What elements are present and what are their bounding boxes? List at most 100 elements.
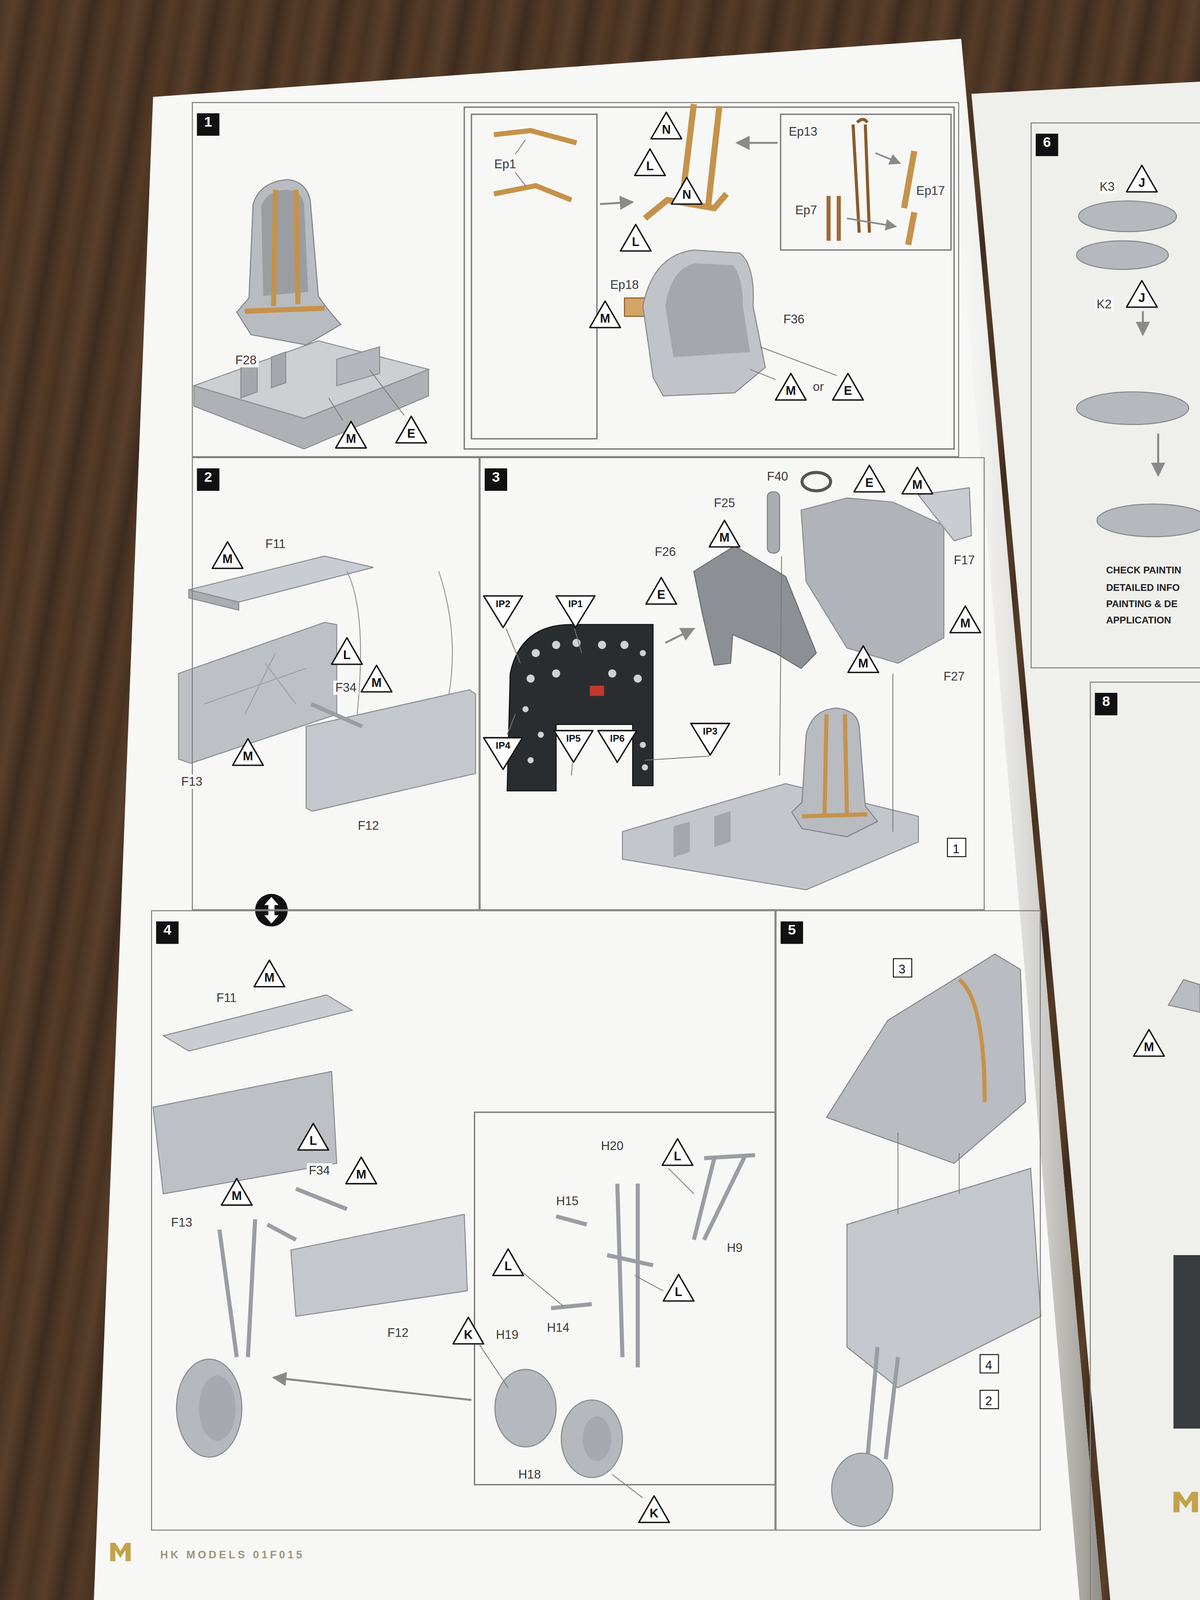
- callout-letter: L: [633, 159, 667, 174]
- photo-etch-belts: [853, 119, 870, 233]
- step4-gear-parts: [267, 1224, 297, 1241]
- part-label: Ep18: [608, 277, 641, 292]
- step2-floor-parts: [438, 571, 453, 695]
- brand-logo: [110, 1491, 1199, 1562]
- photo-etch-belts: [750, 369, 776, 380]
- part-label: H15: [553, 1194, 581, 1209]
- step5-assembly: [831, 1453, 893, 1527]
- part-label: F36: [781, 312, 807, 327]
- step2-floor-parts: [305, 689, 476, 812]
- callout-letter: M: [588, 311, 622, 326]
- part-label: H14: [544, 1320, 572, 1335]
- step3-cockpit-parts: [522, 705, 529, 712]
- step4-gear-parts: [219, 1229, 237, 1358]
- photo-etch-belts: [828, 196, 839, 241]
- paint-callout: M: [774, 372, 808, 402]
- step3-cockpit-parts: [571, 763, 573, 776]
- paint-callout: M: [360, 664, 393, 693]
- photo-etch-belts: [494, 130, 577, 143]
- callout-letter: IP2: [482, 597, 524, 610]
- paint-callout: L: [491, 1248, 525, 1277]
- photo-etch-belts: [903, 151, 915, 246]
- step1-seat-drawing: [194, 340, 429, 419]
- part-label: H18: [516, 1467, 543, 1482]
- step4-gear-parts: [479, 1168, 695, 1499]
- decal-callout: IP6: [596, 728, 638, 763]
- step3-cockpit-parts: [522, 638, 649, 771]
- step4-gear-parts: [694, 1155, 756, 1240]
- paint-callout: M: [708, 519, 741, 549]
- paint-callout: L: [619, 223, 652, 252]
- callout-letter: M: [220, 1188, 253, 1204]
- part-label: F25: [711, 496, 737, 511]
- step4-gear-parts: [153, 994, 756, 1499]
- step3-cockpit-parts: [801, 814, 868, 817]
- step1-seat-drawing: [236, 179, 341, 346]
- step4-gear-parts: [248, 1219, 256, 1358]
- part-reference-box: 2: [978, 1389, 999, 1409]
- callout-letter: IP4: [482, 739, 524, 752]
- part-label: or: [810, 379, 826, 395]
- part-label: F27: [941, 669, 967, 684]
- paint-callout: K: [451, 1316, 485, 1345]
- part-label: F34: [333, 680, 359, 695]
- step4-gear-parts: [198, 1375, 236, 1441]
- step3-cockpit-parts: [639, 650, 646, 656]
- photo-etch-belts: [853, 124, 860, 233]
- step3-cockpit-parts: [644, 755, 710, 760]
- inset-frames: [780, 114, 951, 250]
- paint-callout: M: [1132, 1028, 1166, 1058]
- paint-callout: N: [670, 176, 703, 206]
- photo-etch-belts: [857, 119, 868, 123]
- part-label: F28: [233, 353, 259, 368]
- step3-cockpit-parts: [694, 546, 817, 669]
- step1-seat-drawing: [271, 351, 286, 388]
- reference-number: 4: [985, 1358, 993, 1374]
- step3-cockpit-parts: [620, 640, 629, 650]
- label-anchor: F11: [214, 987, 239, 1006]
- step3-cockpit-parts: [801, 498, 945, 664]
- photo-etch-belts: [846, 218, 896, 227]
- callout-letter: M: [901, 477, 934, 492]
- paint-callout: J: [1125, 279, 1158, 309]
- step8-parts: [1168, 979, 1200, 1429]
- decal-callout: IP4: [482, 736, 524, 770]
- callout-letter: M: [708, 530, 741, 545]
- callout-letter: IP5: [553, 732, 595, 745]
- paper-pages: [94, 38, 1200, 1600]
- label-anchor: Ep17: [914, 180, 947, 199]
- step2-floor-parts: [188, 589, 239, 610]
- part-label: Ep7: [793, 203, 820, 218]
- step3-cockpit-parts: [574, 628, 582, 654]
- callout-letter: K: [451, 1327, 485, 1342]
- step3-cockpit-parts: [639, 741, 646, 748]
- paint-callout: E: [644, 576, 678, 606]
- step3-cockpit-parts: [673, 821, 690, 858]
- callout-letter: M: [344, 1167, 378, 1182]
- photo-etch-belts: [600, 201, 633, 204]
- photo-etch-belts: [642, 250, 766, 397]
- step-panel: 4MLMMKLLLK: [151, 910, 776, 1531]
- step5-assembly: [867, 1346, 899, 1460]
- decal-callout: IP5: [553, 728, 595, 763]
- part-label: H19: [494, 1327, 521, 1342]
- label-anchor: F13: [169, 1212, 195, 1231]
- part-label: K2: [1094, 296, 1114, 312]
- decal-callout: IP3: [689, 721, 731, 756]
- photo-etch-belts: [736, 141, 778, 144]
- part-label: H9: [725, 1240, 745, 1256]
- paint-callout: E: [853, 464, 886, 493]
- step5-assembly: [958, 1153, 960, 1195]
- paint-callout: M: [344, 1155, 378, 1185]
- callout-letter: L: [330, 648, 364, 663]
- photo-etch-belts: [708, 105, 720, 206]
- step2-floor-parts: [178, 555, 476, 812]
- step-number: 1: [196, 113, 220, 136]
- paint-callout: M: [846, 644, 880, 674]
- label-anchor: H19: [494, 1324, 521, 1343]
- step3-cockpit-parts: [633, 674, 643, 683]
- label-anchor: Ep13: [786, 121, 820, 140]
- paint-callout: E: [831, 372, 865, 402]
- part-label: F40: [765, 469, 791, 484]
